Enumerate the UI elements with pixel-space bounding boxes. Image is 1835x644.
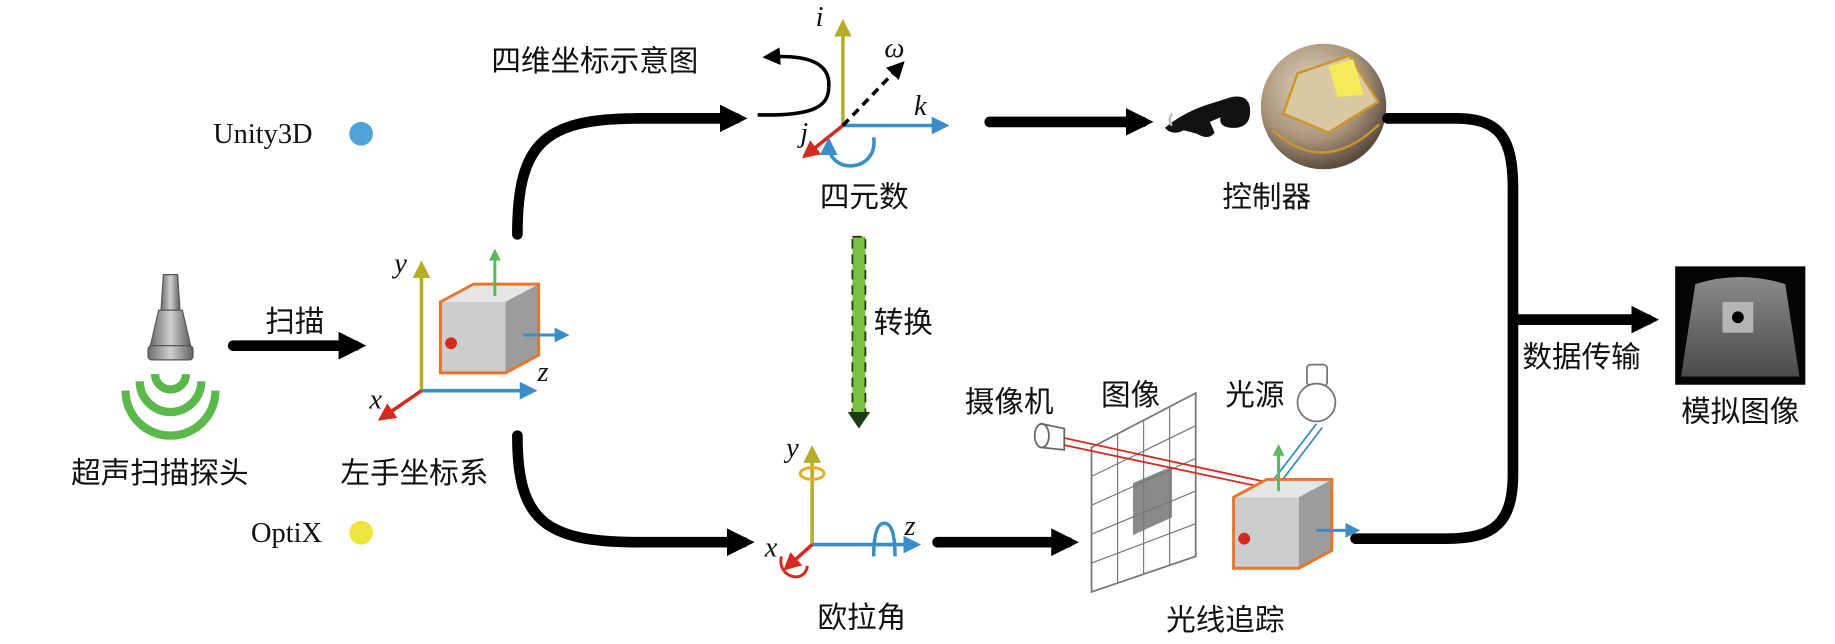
optix-label: OptiX	[251, 518, 322, 549]
camera-icon	[1033, 422, 1066, 451]
image-label: 图像	[1101, 378, 1160, 412]
quaternion-j-label: j	[796, 118, 808, 149]
sphere-icon	[1260, 43, 1387, 170]
optix-dot	[349, 520, 373, 545]
controller-label: 控制器	[1222, 180, 1311, 214]
quaternion-i-label: i	[816, 2, 824, 33]
convert-arrow	[847, 235, 871, 429]
unity3d-label: Unity3D	[213, 119, 312, 150]
controller-icon	[1164, 96, 1251, 138]
euler-y-label: y	[783, 433, 799, 464]
light-label: 光源	[1225, 378, 1284, 412]
light-rays	[1064, 423, 1324, 491]
left-hand-x-label: x	[368, 384, 382, 415]
quaternion-label: 四元数	[820, 180, 909, 214]
euler-label: 欧拉角	[817, 600, 906, 634]
quaternion-k-label: k	[914, 91, 928, 122]
cube-icon	[438, 248, 570, 375]
camera-label: 摄像机	[965, 385, 1054, 419]
raytracing-label: 光线追踪	[1166, 603, 1284, 637]
output-label: 模拟图像	[1681, 394, 1799, 428]
left-hand-y-label: y	[391, 248, 407, 279]
light-source-icon	[1296, 363, 1337, 423]
quaternion-4d-title: 四维坐标示意图	[491, 44, 698, 78]
left-hand-axes	[377, 260, 538, 421]
merge-path	[1350, 113, 1519, 544]
convert-label: 转换	[874, 306, 933, 340]
euler-axes	[779, 445, 922, 579]
euler-z-label: z	[903, 511, 915, 542]
left-hand-label: 左手坐标系	[340, 456, 488, 490]
probe-label: 超声扫描探头	[71, 456, 248, 490]
raytracing-cube-icon	[1232, 443, 1361, 570]
scan-label: 扫描	[265, 304, 324, 338]
euler-x-label: x	[764, 532, 778, 563]
unity3d-dot	[349, 121, 373, 146]
probe-icon	[121, 274, 220, 440]
transfer-label: 数据传输	[1522, 340, 1640, 374]
image-plane-grid	[1090, 391, 1197, 594]
simulated-image	[1675, 266, 1806, 385]
quaternion-w-label: ω	[884, 33, 904, 64]
4d-rotation-arrow	[762, 47, 831, 88]
to-quaternion-arrow	[512, 104, 748, 240]
left-hand-z-label: z	[536, 357, 548, 388]
quaternion-axes	[801, 18, 950, 168]
4d-rotation-arc	[757, 87, 831, 117]
to-euler-arrow	[512, 430, 755, 557]
